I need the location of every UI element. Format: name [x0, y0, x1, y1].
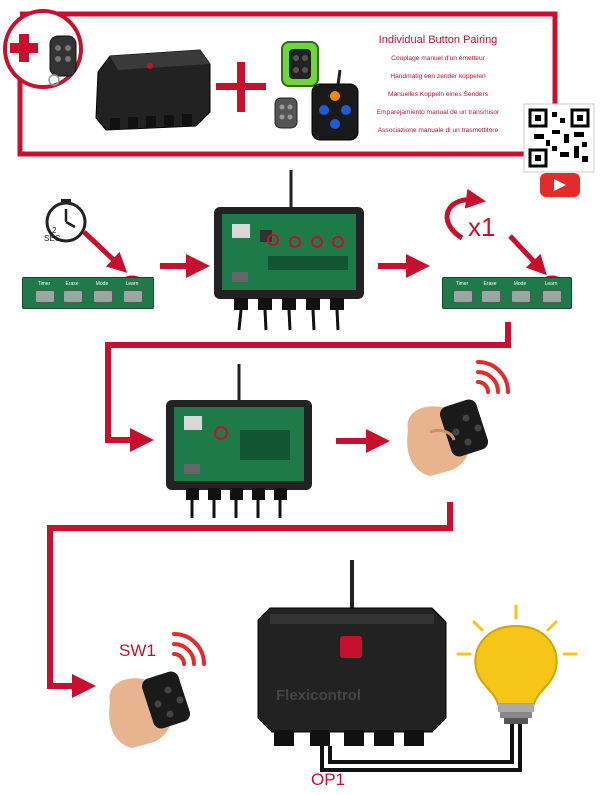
- brand-text: Flexicontrol: [276, 687, 361, 704]
- timer-button: [35, 290, 55, 303]
- plus-icon: [10, 34, 38, 62]
- button-label: Erase: [65, 281, 79, 287]
- timer-unit: SEC: [44, 234, 61, 243]
- language-item: Couplage manuel d'un émetteur: [391, 55, 485, 62]
- learn-button: [123, 290, 143, 303]
- language-item: Emparejamiento manual de un transmisor: [376, 109, 500, 116]
- button-label: Erase: [483, 281, 497, 287]
- receiver-open: [166, 364, 312, 518]
- plus-icon: [216, 62, 266, 112]
- flow-connector: [47, 502, 453, 698]
- flow-connector: [105, 322, 511, 452]
- clock-icon: [45, 199, 87, 243]
- pcb-button-strip: Timer Erase Mode Learn: [22, 277, 154, 309]
- redo-arrow-icon: [444, 188, 486, 241]
- youtube-play-icon: [540, 173, 580, 197]
- erase-button: [63, 290, 83, 303]
- button-label: Timer: [455, 281, 469, 287]
- flow-arrow: [82, 230, 128, 273]
- receiver-open: [214, 170, 364, 331]
- erase-button: [481, 290, 501, 303]
- pcb-button-strip: Timer Erase Mode Learn: [442, 277, 572, 309]
- learn-button: [542, 290, 562, 303]
- mode-button: [93, 290, 113, 303]
- button-label: Mode: [95, 281, 109, 287]
- output-wire: [328, 724, 514, 764]
- button-label: Timer: [37, 281, 51, 287]
- qr-code-icon: [523, 103, 595, 173]
- language-item: Handmatig een zender koppelen: [390, 73, 486, 80]
- language-item: Associazione manuale di un trasmettitore: [377, 127, 499, 134]
- mode-button: [511, 290, 531, 303]
- receiver-closed: Flexicontrol: [257, 560, 447, 746]
- output-label: OP1: [311, 770, 346, 789]
- press-count: x1: [468, 212, 496, 242]
- language-item: Manuelles Koppeln eines Senders: [387, 91, 489, 98]
- button-label: Learn: [125, 281, 139, 287]
- timer-value: 2: [52, 226, 57, 235]
- green-remote: [281, 41, 319, 87]
- remote-button-label: SW1: [119, 641, 156, 660]
- signal-waves-icon: [172, 632, 206, 666]
- keyfob-remote: [274, 97, 298, 129]
- plus-circle: [3, 9, 83, 89]
- flow-arrow: [508, 234, 547, 276]
- output-wire: [320, 724, 522, 772]
- hand-holding-remote: [407, 399, 489, 476]
- handheld-remote: [311, 69, 359, 141]
- light-bulb-icon: [456, 604, 578, 724]
- receiver-unit: [95, 49, 211, 131]
- signal-waves-icon: [476, 360, 510, 394]
- language-list: Individual Button Pairing Couplage manue…: [352, 34, 524, 145]
- button-label: Mode: [513, 281, 527, 287]
- button-label: Learn: [544, 281, 558, 287]
- hand-holding-remote: [109, 671, 191, 748]
- timer-button: [453, 290, 473, 303]
- keyfob-remote: [48, 35, 77, 86]
- cable-glands: [234, 298, 344, 331]
- pairing-title: Individual Button Pairing: [378, 34, 498, 46]
